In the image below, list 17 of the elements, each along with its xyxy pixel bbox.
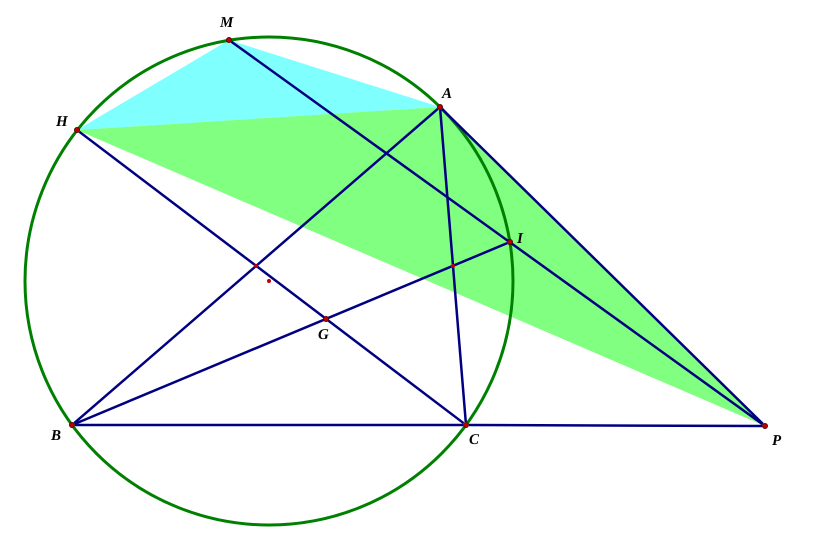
point-dot	[226, 37, 232, 43]
point-label: I	[517, 231, 523, 247]
point-label: M	[220, 15, 234, 31]
line-segment	[75, 424, 463, 426]
point-dot	[762, 423, 768, 429]
point-dot	[74, 127, 80, 133]
line-segment	[469, 424, 762, 428]
point-label: A	[442, 86, 452, 102]
point-label: H	[56, 114, 68, 130]
line-segment	[74, 242, 508, 425]
line-segment	[230, 40, 764, 426]
point-label: P	[772, 433, 782, 449]
line-segment	[439, 110, 467, 422]
point-label: G	[318, 327, 329, 343]
point-label: B	[51, 428, 62, 444]
line-segment	[441, 108, 764, 425]
point-label: C	[469, 432, 480, 448]
